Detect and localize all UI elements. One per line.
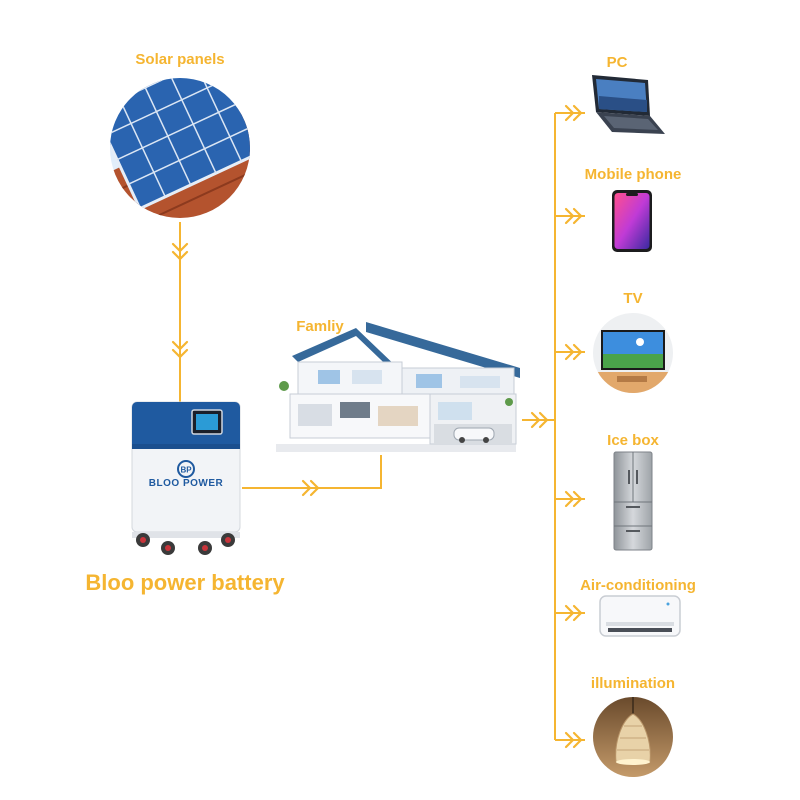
battery-label: Bloo power battery <box>85 570 285 595</box>
fridge-icon <box>613 451 653 551</box>
svg-text:BP: BP <box>180 466 192 475</box>
battery-to-home-line <box>242 455 382 489</box>
battery-icon: BP <box>131 401 241 555</box>
solar-panels-label: Solar panels <box>135 51 225 68</box>
arrow-down-icon <box>171 242 189 261</box>
appliance-label-pc: PC <box>606 54 628 71</box>
air-conditioner-icon <box>599 595 681 637</box>
arrow-right-icon <box>564 731 583 749</box>
phone-icon <box>612 190 652 252</box>
appliance-label-tv: TV <box>623 290 643 307</box>
arrow-right-icon <box>564 207 583 225</box>
connector-lines <box>179 112 585 741</box>
appliance-label-icebox: Ice box <box>607 432 659 449</box>
arrow-right-icon <box>530 411 549 429</box>
arrow-right-icon <box>564 104 583 122</box>
arrow-right-icon <box>564 604 583 622</box>
lamp-icon <box>593 697 673 777</box>
laptop-icon <box>592 75 665 134</box>
appliance-label-phone: Mobile phone <box>584 166 682 183</box>
appliance-label-light: illumination <box>590 675 676 692</box>
tv-icon <box>593 313 673 393</box>
arrow-down-icon <box>171 340 189 359</box>
arrow-right-icon <box>564 490 583 508</box>
arrow-right-icon <box>564 343 583 361</box>
battery-brand-label: BLOO POWER <box>148 478 224 489</box>
solar-panel-icon <box>110 78 250 218</box>
house-icon <box>276 322 520 452</box>
appliance-label-ac: Air-conditioning <box>580 577 696 594</box>
flow-arrows <box>171 104 583 749</box>
home-label: Famliy <box>296 318 344 335</box>
arrow-right-icon <box>301 479 320 497</box>
